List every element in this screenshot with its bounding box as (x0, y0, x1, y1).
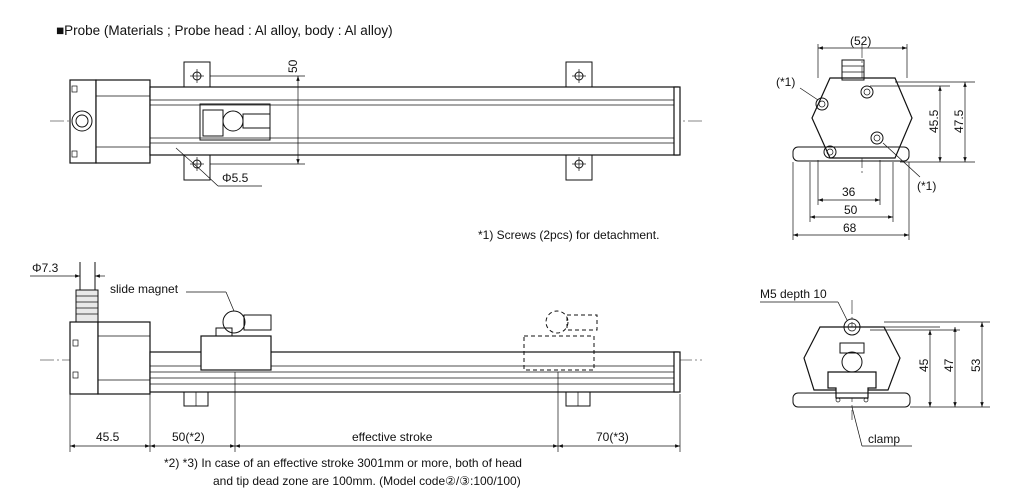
label-m5-depth: M5 depth 10 (760, 287, 827, 301)
dim-45-clamp: 45 (917, 358, 931, 372)
dim-52: (52) (850, 34, 871, 48)
dim-45-5-side: 45.5 (96, 430, 120, 444)
label-effective-stroke: effective stroke (352, 430, 433, 444)
detach-screw-icon (815, 97, 829, 111)
dim-cable-diameter: Φ7.3 (32, 261, 59, 275)
drawing-title: ■Probe (Materials ; Probe head : Al allo… (56, 23, 393, 38)
clamp-profile (827, 371, 877, 399)
top-probe-head (95, 79, 151, 164)
side-probe-head (97, 321, 151, 395)
clamp-base (792, 392, 911, 408)
note-screws: *1) Screws (2pcs) for detachment. (478, 228, 659, 242)
detach-screw-icon (870, 131, 884, 145)
side-view: Φ7.3 slide magnet (30, 261, 702, 452)
dim-47-clamp: 47 (942, 358, 956, 372)
clamp-view: M5 depth 10 45 47 53 clamp (760, 287, 990, 447)
dim-tip-dead-zone: 70(*3) (596, 430, 629, 444)
note-dead-zone-line1: *2) *3) In case of an effective stroke 3… (164, 456, 522, 470)
screw-mark-lower: (*1) (917, 179, 936, 193)
top-connector (69, 79, 97, 164)
cable-gland (75, 289, 99, 323)
end-connector (841, 59, 865, 81)
note-dead-zone-line2: and tip dead zone are 100mm. (Model code… (213, 474, 521, 488)
dim-47-5: 47.5 (952, 109, 966, 133)
dim-hole-diameter: Φ5.5 (222, 171, 249, 185)
dim-53-clamp: 53 (969, 358, 983, 372)
cable-gland-icon (71, 110, 93, 132)
top-clamp-right-upper (565, 61, 593, 88)
dim-50-end: 50 (844, 203, 858, 217)
top-rail-body (149, 86, 679, 156)
screw-mark-upper: (*1) (776, 75, 795, 89)
side-connector (69, 321, 99, 395)
end-base-plate (792, 146, 910, 162)
label-clamp: clamp (868, 432, 900, 446)
dim-45-5: 45.5 (927, 109, 941, 133)
dim-head-dead-zone: 50(*2) (172, 430, 205, 444)
magnet-end-position (523, 335, 595, 371)
top-clamp-left-upper (183, 61, 211, 88)
top-clamp-right-lower (565, 154, 593, 181)
top-clamp-left-lower (183, 154, 211, 181)
side-slide-magnet (200, 335, 272, 371)
dim-36: 36 (842, 185, 856, 199)
top-end-cap (673, 86, 681, 156)
end-hex-body (811, 77, 913, 159)
side-end-cap (673, 351, 681, 393)
dim-68: 68 (843, 221, 857, 235)
label-slide-magnet: slide magnet (110, 282, 179, 296)
end-view: (52) 45.5 47.5 36 50 68 (*1) (*1) (776, 34, 975, 240)
dim-50-top: 50 (286, 59, 300, 73)
top-view: 50 Φ5.5 (50, 59, 702, 187)
